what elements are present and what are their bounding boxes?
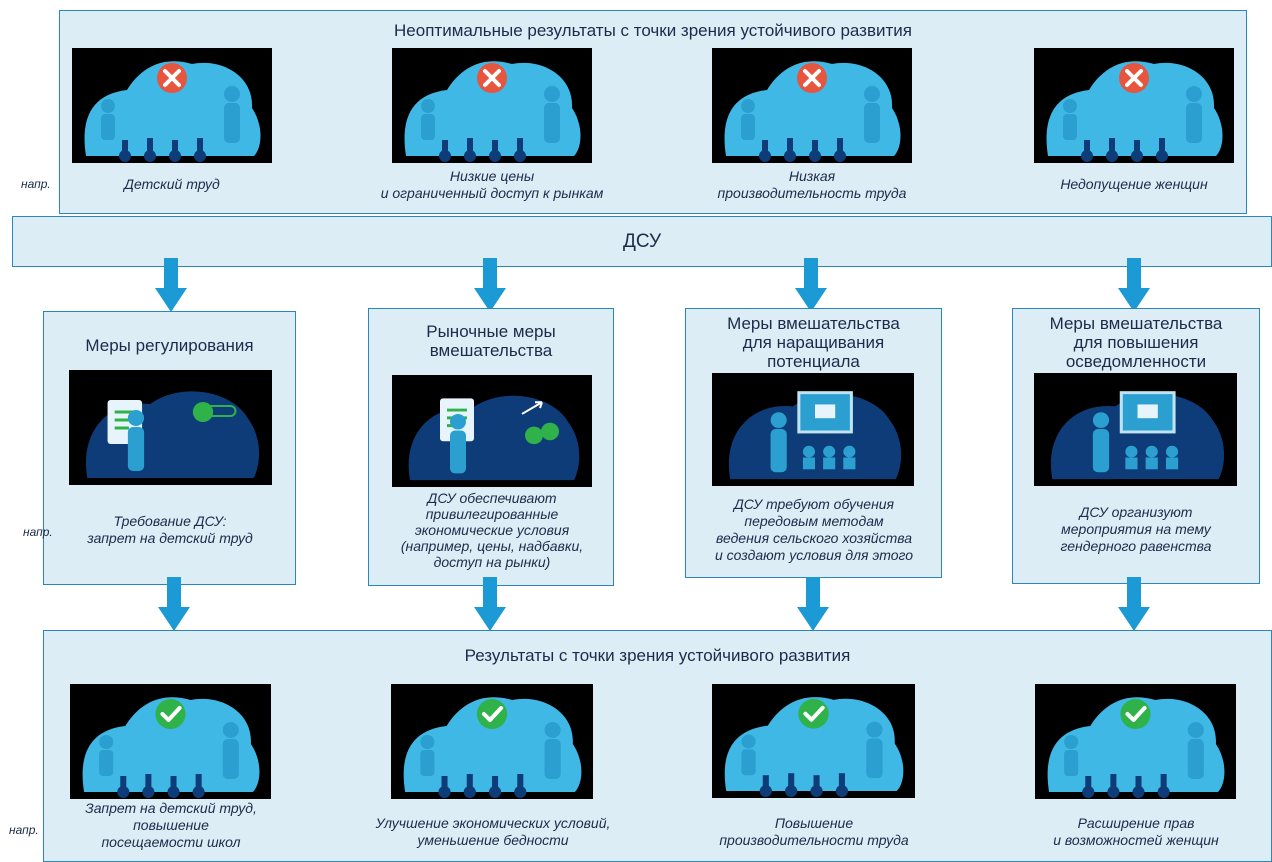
result-illustration-women [1035, 684, 1236, 799]
cross-icon [157, 63, 187, 93]
measure-caption-1: Требование ДСУ: запрет на детский труд [87, 513, 253, 546]
problem-caption-4: Недопущение женщин [1060, 176, 1208, 192]
arrow-down-icon [474, 258, 506, 312]
result-illustration-productivity [712, 684, 915, 798]
result-caption-1: Запрет на детский труд, повышение посеща… [85, 800, 257, 850]
cross-icon [1119, 63, 1149, 93]
measure-illustration-regulation [69, 370, 272, 485]
problem-illustration-women-exclusion [1034, 48, 1234, 163]
measure-title-3: Меры вмешательства для наращивания потен… [727, 314, 900, 371]
result-illustration-school [70, 684, 271, 799]
problem-illustration-child-labor [72, 48, 272, 163]
measure-illustration-capacity [712, 373, 914, 486]
arrow-down-icon [474, 577, 506, 631]
problem-caption-2: Низкие цены и ограниченный доступ к рынк… [380, 168, 604, 201]
arrow-down-icon [155, 258, 187, 312]
eg-label: напр. [9, 823, 39, 837]
check-icon [476, 699, 508, 729]
measure-caption-3: ДСУ требуют обучения передовым методам в… [714, 496, 914, 563]
check-icon [1120, 699, 1151, 729]
cross-icon [797, 63, 827, 93]
problem-caption-1: Детский труд [124, 176, 220, 192]
measure-title-4: Меры вмешательства для повышения осведом… [1049, 314, 1223, 371]
result-caption-4: Расширение прав и возможностей женщин [1053, 815, 1219, 848]
results-panel-title: Результаты с точки зрения устойчивого ра… [464, 646, 851, 665]
dsu-bar: ДСУ [12, 216, 1272, 267]
measure-illustration-awareness [1034, 373, 1237, 486]
arrow-down-icon [1118, 258, 1150, 312]
eg-label: напр. [23, 525, 53, 539]
check-icon [155, 699, 186, 729]
measure-caption-2: ДСУ обеспечивают привилегированные эконо… [400, 490, 584, 570]
arrow-down-icon [797, 577, 829, 631]
result-caption-3: Повышение производительности труда [719, 815, 909, 848]
measure-illustration-market [392, 375, 592, 487]
arrow-down-icon [795, 258, 827, 312]
arrow-down-icon [158, 577, 190, 631]
check-icon [798, 698, 829, 729]
result-illustration-economy [391, 684, 593, 799]
arrow-down-icon [1118, 577, 1150, 631]
measure-caption-4: ДСУ организуют мероприятия на тему генде… [1060, 504, 1212, 554]
cross-icon [477, 63, 507, 93]
problem-illustration-low-productivity [712, 48, 912, 163]
problem-illustration-low-prices [392, 48, 592, 163]
problem-caption-3: Низкая производительность труда [717, 168, 907, 201]
eg-label: напр. [21, 177, 51, 191]
problems-panel-title: Неоптимальные результаты с точки зрения … [394, 21, 912, 40]
measure-title-1: Меры регулирования [85, 336, 254, 355]
result-caption-2: Улучшение экономических условий, уменьше… [375, 815, 611, 848]
measure-title-2: Рыночные меры вмешательства [426, 322, 556, 360]
